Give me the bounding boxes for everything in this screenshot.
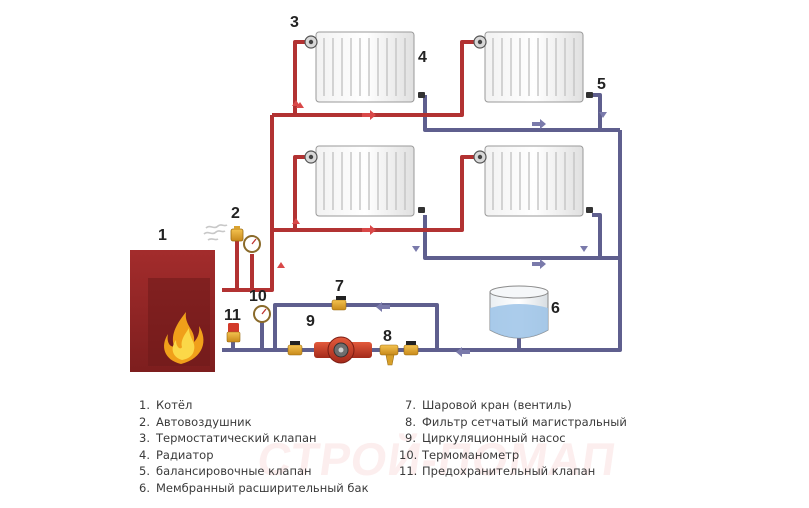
label-4: 4 bbox=[418, 49, 427, 66]
thermostatic-valve-icon bbox=[473, 35, 487, 49]
supply-arrows bbox=[277, 100, 376, 268]
return-lower-line bbox=[423, 215, 620, 260]
legend-right: 7.Шаровой кран (вентиль) 8.Фильтр сетчат… bbox=[399, 397, 627, 480]
label-6: 6 bbox=[551, 300, 560, 317]
pressure-gauge-icon bbox=[243, 235, 261, 253]
label-5: 5 bbox=[597, 76, 606, 93]
return-riser-right bbox=[435, 130, 622, 352]
ball-valve-icon bbox=[287, 341, 303, 356]
supply-main bbox=[222, 115, 274, 292]
heating-scheme-diagram: 1 2 3 4 5 6 7 8 9 10 11 bbox=[130, 14, 622, 372]
thermostatic-valve-icon bbox=[304, 150, 318, 164]
legend-item: 7.Шаровой кран (вентиль) bbox=[405, 398, 572, 412]
flow-arrows bbox=[277, 100, 607, 357]
return-upper-line bbox=[423, 95, 620, 132]
legend-item: 4.Радиатор bbox=[139, 447, 214, 462]
radiator-bottom-right bbox=[484, 145, 584, 217]
label-8: 8 bbox=[383, 328, 392, 345]
legend-left: 1.Котёл 2.Автовоздушник 3.Термостатическ… bbox=[138, 397, 369, 497]
label-3: 3 bbox=[290, 14, 299, 31]
expansion-tank-icon bbox=[489, 285, 549, 339]
safety-valve-icon bbox=[226, 323, 241, 343]
ball-valve-icon bbox=[403, 341, 419, 356]
legend-item: 1.Котёл bbox=[139, 398, 193, 412]
thermostatic-valve-icon bbox=[304, 35, 318, 49]
return-bypass bbox=[273, 303, 439, 350]
balancing-valve-icon bbox=[418, 92, 593, 213]
legend-item: 11.Предохранительный клапан bbox=[399, 464, 596, 479]
legend-item: 10.Термоманометр bbox=[399, 447, 520, 462]
label-7: 7 bbox=[335, 278, 344, 295]
legend-item: 6.Мембранный расширительный бак bbox=[139, 480, 369, 495]
label-1: 1 bbox=[158, 227, 167, 244]
label-11: 11 bbox=[224, 307, 241, 324]
boiler bbox=[130, 250, 215, 372]
radiator-top-right bbox=[484, 31, 584, 103]
legend-item: 3.Термостатический клапан bbox=[139, 431, 317, 446]
thermomanometer-icon bbox=[253, 305, 271, 323]
ball-valve-icon bbox=[331, 296, 347, 311]
return-arrows bbox=[376, 112, 607, 357]
label-9: 9 bbox=[306, 313, 315, 330]
air-vent-icon bbox=[230, 226, 244, 242]
legend-item: 9.Циркуляционный насос bbox=[405, 431, 566, 446]
air-vent-steam-icon bbox=[203, 224, 228, 241]
return-pipes bbox=[222, 93, 622, 352]
radiator-top-left bbox=[315, 31, 415, 103]
circulation-pump-icon bbox=[314, 336, 372, 364]
supply-lower-left-rad bbox=[293, 155, 308, 230]
label-10: 10 bbox=[249, 288, 267, 305]
radiator-bottom-left bbox=[315, 145, 415, 217]
strainer-filter-icon bbox=[379, 344, 399, 366]
legend-item: 5.балансировочные клапан bbox=[139, 464, 312, 479]
return-lower-right-rad bbox=[592, 213, 602, 258]
legend-item: 2.Автовоздушник bbox=[139, 414, 252, 429]
label-2: 2 bbox=[231, 205, 240, 222]
legend-item: 8.Фильтр сетчатый магистральный bbox=[405, 414, 627, 429]
flame-icon bbox=[164, 312, 204, 364]
thermostatic-valve-icon bbox=[473, 150, 487, 164]
supply-upper-left-rad bbox=[293, 40, 308, 115]
return-upper-right-rad bbox=[592, 93, 602, 130]
callout-labels: 1 2 3 4 5 6 7 8 9 10 11 bbox=[158, 14, 606, 345]
